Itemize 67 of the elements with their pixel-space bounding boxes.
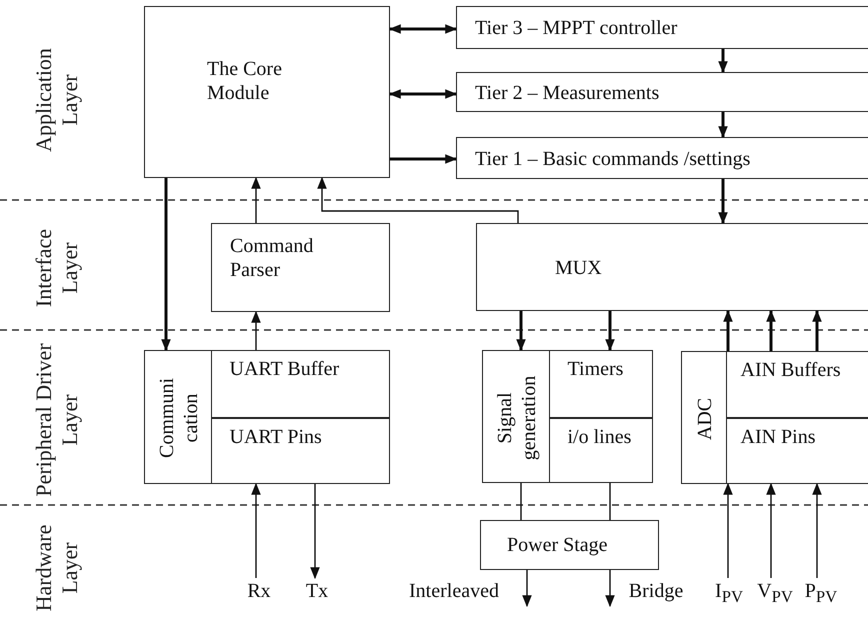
arrow	[812, 310, 822, 351]
block-label: UART Buffer	[230, 356, 340, 380]
block-box	[144, 6, 390, 178]
signal-label: V$_{PV}$	[754, 578, 796, 606]
arrow	[317, 176, 519, 223]
signal-label: P$_{PV}$	[800, 578, 842, 606]
arrow	[605, 570, 615, 608]
arrow	[251, 310, 261, 350]
block-box	[480, 520, 659, 570]
block-box	[456, 137, 868, 179]
peripheral-block	[681, 351, 868, 484]
arrow	[812, 482, 822, 578]
arrow	[605, 311, 615, 352]
peripheral-block	[482, 350, 653, 483]
arrow	[718, 112, 728, 138]
arrow	[310, 484, 320, 580]
block-cell	[210, 418, 390, 484]
connector-line	[609, 483, 611, 520]
signal-label: Interleaved	[398, 578, 510, 604]
block-title: Signal generation	[492, 374, 540, 462]
signal-label: Tx	[302, 578, 332, 604]
block-label: The Core Module	[207, 57, 283, 105]
block-label: Tier 2 – Measurements	[475, 81, 660, 105]
arrow	[766, 482, 776, 578]
signal-label: I$_{PV}$	[710, 578, 748, 606]
arrow	[718, 49, 728, 74]
signal-label: Rx	[243, 578, 275, 604]
connector-line	[520, 483, 522, 520]
arrow	[251, 482, 261, 578]
block-label: MUX	[555, 256, 602, 280]
block-label: i/o lines	[568, 424, 632, 448]
arrow	[723, 482, 733, 578]
block-label: AIN Pins	[740, 424, 816, 448]
arrow	[766, 310, 776, 351]
arrow	[388, 24, 458, 34]
block-cell	[548, 418, 652, 482]
layer-label: Hardware Layer	[31, 524, 83, 614]
arrow	[161, 178, 171, 352]
block-label: Power Stage	[507, 533, 608, 557]
arrow	[388, 89, 458, 99]
arrow	[723, 310, 733, 351]
peripheral-block	[144, 350, 390, 484]
block-label: AIN Buffers	[740, 358, 841, 382]
block-cell	[548, 350, 652, 418]
block-box	[476, 223, 868, 311]
signal-label: Bridge	[620, 578, 692, 604]
block-box	[211, 223, 390, 312]
arrow	[522, 570, 532, 608]
block-cell	[726, 350, 868, 418]
block-cell	[210, 350, 390, 418]
arrow	[251, 176, 261, 223]
arrow	[718, 179, 728, 224]
layer-label: Interface Layer	[31, 228, 83, 310]
block-box	[456, 6, 868, 49]
block-label: Timers	[568, 356, 624, 380]
block-label: Tier 3 – MPPT controller	[475, 16, 678, 40]
block-label: UART Pins	[230, 424, 322, 448]
block-label: Command Parser	[230, 234, 314, 282]
block-title: ADC	[692, 396, 716, 442]
block-cell	[726, 418, 868, 484]
arrow	[516, 311, 526, 352]
block-box	[456, 72, 868, 112]
block-title: Communi cation	[154, 378, 202, 458]
layer-label: Application Layer	[31, 47, 83, 154]
block-label: Tier 1 – Basic commands /settings	[475, 147, 750, 171]
arrow	[390, 154, 458, 164]
layer-label: Peripheral Driver Layer	[31, 342, 83, 499]
